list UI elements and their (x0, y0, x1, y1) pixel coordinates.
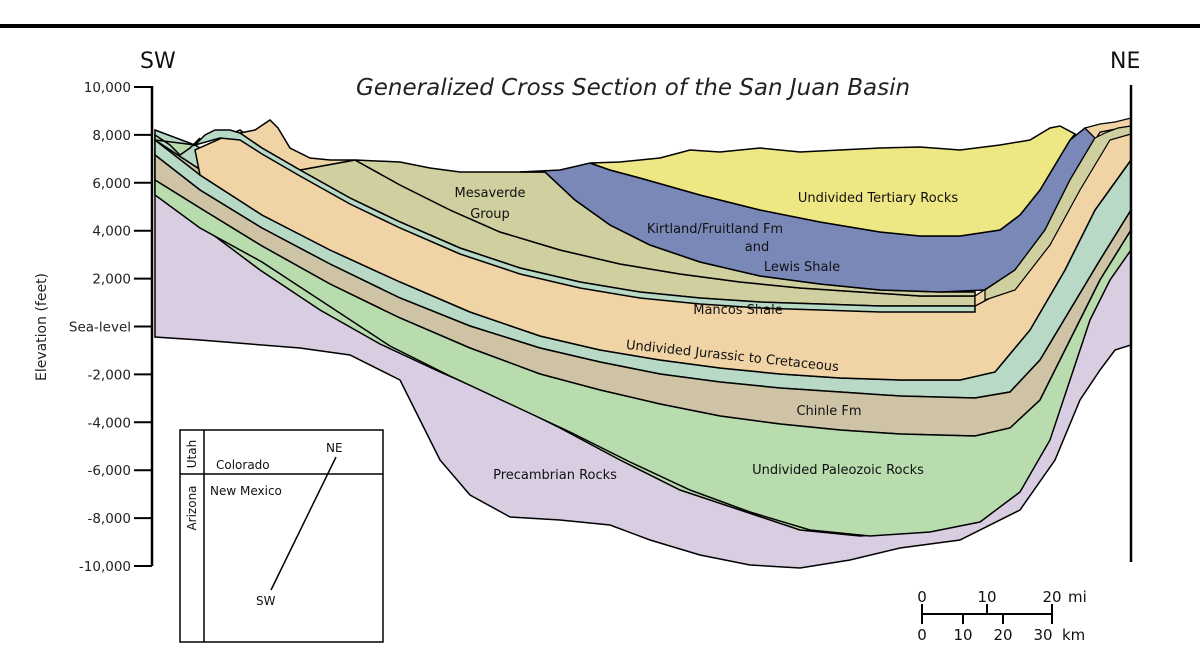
label-mancos: Mancos Shale (693, 303, 783, 318)
inset-arizona: Arizona (185, 485, 199, 530)
scale-mi-0: 0 (917, 588, 927, 606)
y-tick-label: -10,000 (79, 559, 131, 575)
scale-mi-20: 20 (1042, 588, 1061, 606)
y-tick-label: 8,000 (92, 128, 131, 144)
figure-title: Generalized Cross Section of the San Jua… (356, 75, 910, 101)
sw-edge-top (154, 133, 201, 156)
scale-km-10: 10 (953, 626, 972, 644)
scale-bar: 0 10 20 mi 0 10 20 30 km (917, 588, 1087, 644)
y-tick-label: -6,000 (87, 463, 131, 479)
scale-km-0: 0 (917, 626, 927, 644)
scale-mi-10: 10 (977, 588, 996, 606)
label-tertiary: Undivided Tertiary Rocks (798, 191, 959, 206)
inset-utah: Utah (185, 440, 199, 468)
label-precambrian: Precambrian Rocks (493, 468, 617, 483)
inset-colorado: Colorado (216, 458, 270, 472)
label-mesaverde-2: Group (470, 207, 510, 222)
unit-tertiary (589, 125, 1077, 237)
label-paleozoic: Undivided Paleozoic Rocks (752, 463, 924, 478)
label-kirtland-2: and (745, 240, 769, 255)
inset-transect-line (270, 456, 337, 591)
inset-new-mexico: New Mexico (210, 484, 282, 498)
scale-km-20: 20 (993, 626, 1012, 644)
scale-km-unit: km (1062, 626, 1085, 644)
y-tick-label: -8,000 (87, 511, 131, 527)
y-tick-label: Sea-level (69, 320, 131, 336)
paleozoic-band (154, 178, 1132, 537)
top-rule (0, 24, 1200, 28)
label-kirtland-1: Kirtland/Fruitland Fm (647, 222, 783, 237)
jurassic-top-left (192, 129, 976, 313)
y-axis-label: Elevation (feet) (34, 273, 50, 381)
scale-km-30: 30 (1033, 626, 1052, 644)
direction-ne: NE (1110, 49, 1140, 74)
label-mesaverde-1: Mesaverde (454, 186, 525, 201)
inset-frame (179, 429, 384, 643)
y-tick-label: 10,000 (84, 80, 131, 96)
direction-sw: SW (140, 49, 176, 74)
inset-sw-label: SW (256, 594, 276, 608)
y-tick-label: -2,000 (87, 367, 131, 383)
y-tick-label: -4,000 (87, 415, 131, 431)
label-chinle: Chinle Fm (796, 404, 861, 419)
label-kirtland-3: Lewis Shale (764, 260, 840, 275)
y-tick-label: 6,000 (92, 176, 131, 192)
ne-edge-band-2 (984, 125, 1132, 301)
inset-map: Utah Colorado Arizona New Mexico NE SW (179, 429, 384, 643)
inset-ne-label: NE (326, 441, 343, 455)
scale-mi-unit: mi (1068, 588, 1087, 606)
y-tick-label: 4,000 (92, 224, 131, 240)
y-tick-label: 2,000 (92, 272, 131, 288)
